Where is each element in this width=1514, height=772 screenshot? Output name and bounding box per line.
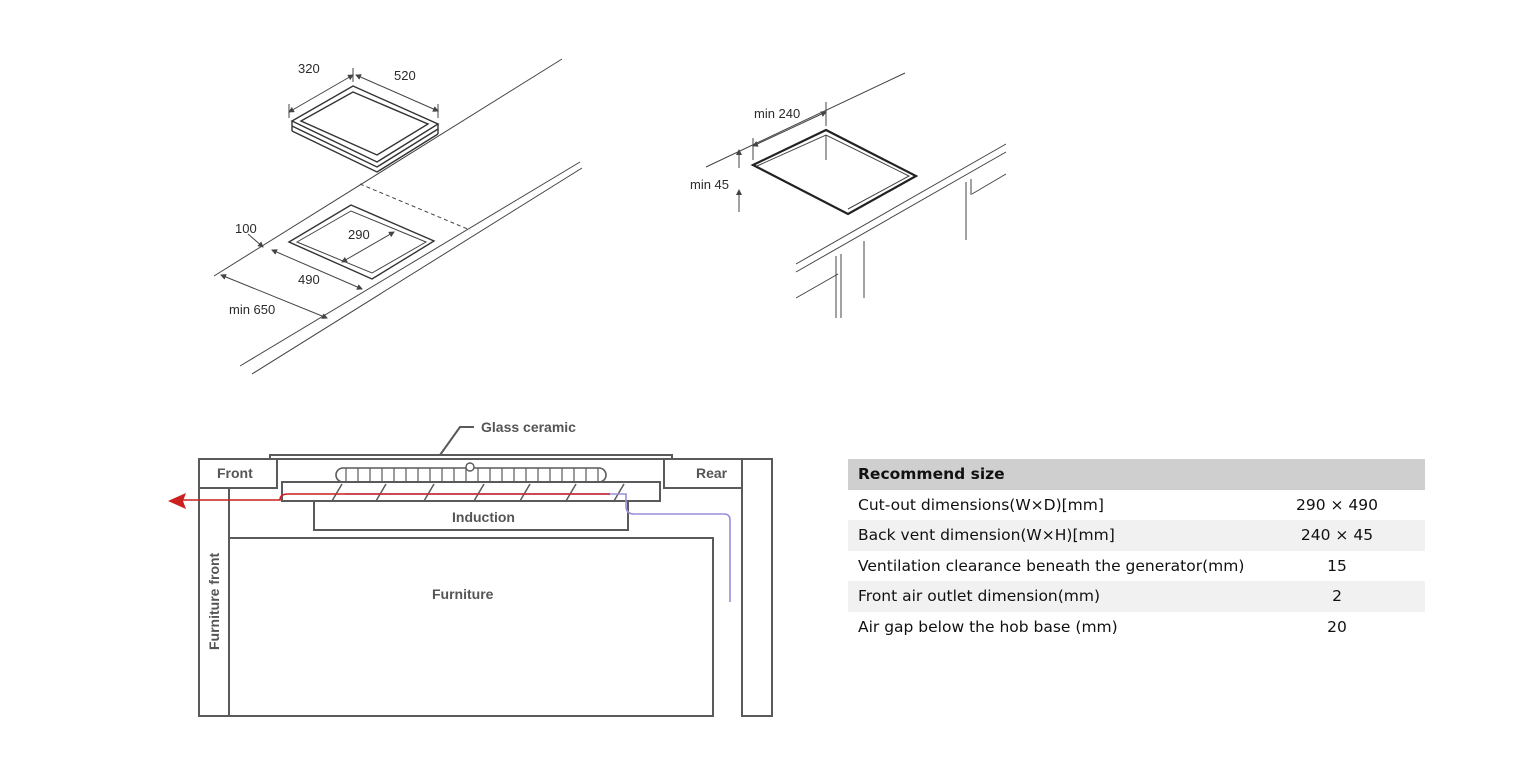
furniture-front-label: Furniture front: [206, 552, 222, 650]
hob-unit: [290, 85, 440, 173]
back-vent-outline: [750, 128, 919, 216]
row-value: 20: [1327, 617, 1347, 636]
table-row: Air gap below the hob base (mm) 20: [848, 612, 1425, 643]
furniture-body: [228, 537, 714, 717]
dim-100: 100: [235, 221, 257, 236]
rear-label: Rear: [696, 465, 728, 481]
induction-coil-row: [335, 462, 607, 483]
row-label: Front air outlet dimension(mm): [848, 581, 1249, 612]
countertop-back-edge: [213, 58, 563, 277]
countertop-front-edge-bottom: [251, 167, 583, 375]
dim-290: 290: [348, 227, 370, 242]
exhaust-airflow-line: [180, 493, 610, 501]
recommend-size-table: Recommend size Cut-out dimensions(W×D)[m…: [848, 459, 1425, 642]
row-label: Air gap below the hob base (mm): [858, 617, 1118, 636]
back-vent-diagram: min 240 min 45: [690, 72, 1007, 318]
row-label: Back vent dimension(W×H)[mm]: [848, 520, 1249, 551]
countertop-cutout-diagram: 320 520 290 490 100 min 650: [213, 58, 583, 375]
rear-wall: [741, 458, 773, 717]
dim-520: 520: [394, 68, 416, 83]
exhaust-arrow-icon: [168, 493, 186, 509]
row-value: 2: [1249, 581, 1425, 612]
row-value: 240 × 45: [1249, 520, 1425, 551]
glass-ceramic-label: Glass ceramic: [481, 419, 576, 435]
induction-module: [313, 500, 629, 531]
row-label: Cut-out dimensions(W×D)[mm]: [858, 495, 1104, 514]
table-row: Front air outlet dimension(mm) 2: [848, 581, 1425, 612]
row-value: 15: [1327, 556, 1347, 575]
generator-tray: [281, 481, 661, 502]
dim-490: 490: [298, 272, 320, 287]
row-label: Ventilation clearance beneath the genera…: [858, 556, 1245, 575]
table-header: Recommend size: [848, 459, 1425, 490]
dim-min-650: min 650: [229, 302, 275, 317]
dim-min-240: min 240: [754, 106, 800, 121]
induction-label: Induction: [452, 509, 515, 525]
table-header-row: Recommend size: [848, 459, 1425, 490]
countertop-front-edge-top: [239, 161, 581, 367]
table-row: Cut-out dimensions(W×D)[mm] 290 × 490: [848, 490, 1425, 521]
table-row: Ventilation clearance beneath the genera…: [848, 551, 1425, 582]
dim-320: 320: [298, 61, 320, 76]
intake-airflow-line: [345, 493, 731, 602]
dim-min-45: min 45: [690, 177, 729, 192]
front-label: Front: [217, 465, 253, 481]
furniture-label: Furniture: [432, 586, 494, 602]
airflow-cross-section: Glass ceramic Front Rear Furniture front…: [168, 419, 773, 717]
glass-ceramic-plate: [269, 454, 673, 460]
table-row: Back vent dimension(W×H)[mm] 240 × 45: [848, 520, 1425, 551]
row-value: 290 × 490: [1295, 495, 1378, 514]
front-worktop: [198, 458, 278, 489]
